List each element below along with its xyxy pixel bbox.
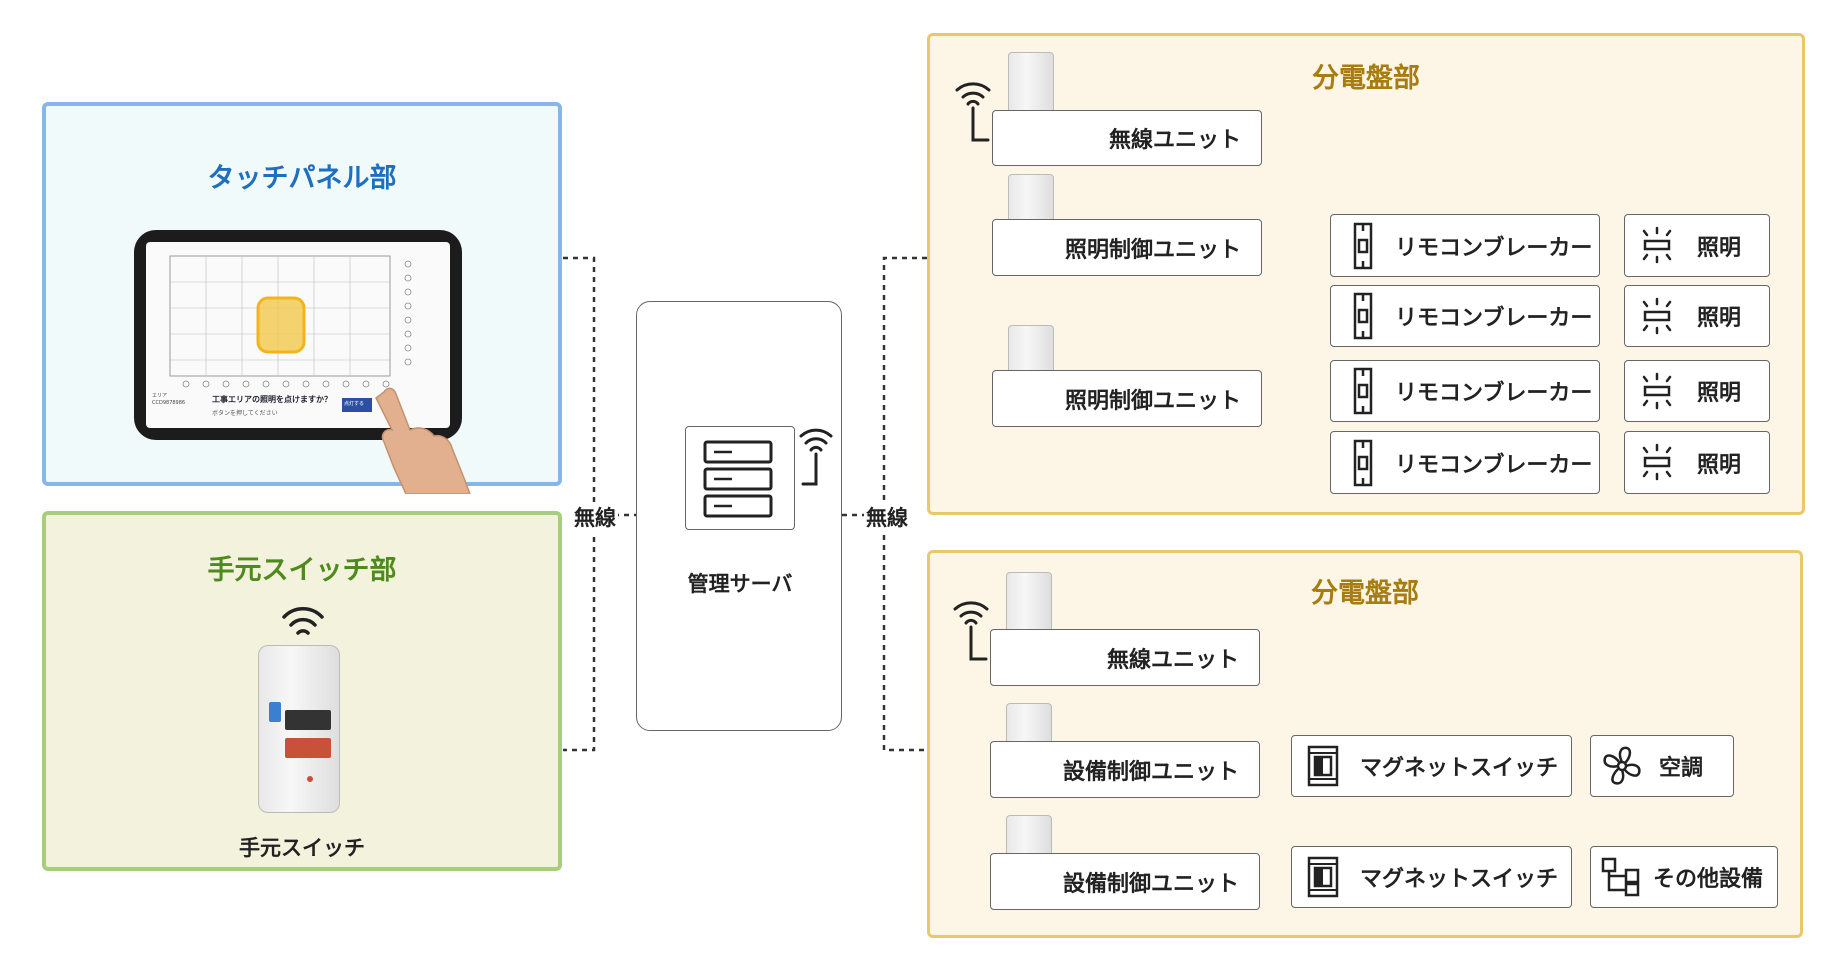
magnet-switch-icon bbox=[1307, 856, 1339, 898]
wifi-icon bbox=[282, 607, 324, 635]
wifi-icon bbox=[955, 82, 991, 142]
screen-light-button[interactable]: 点灯する bbox=[344, 401, 365, 407]
wifi-icon bbox=[953, 601, 989, 661]
screen-sub: ボタンを押してください bbox=[212, 410, 278, 417]
breaker-box: リモコンブレーカー bbox=[1330, 360, 1600, 422]
light-box: 照明 bbox=[1624, 214, 1770, 277]
management-server: 管理サーバ bbox=[636, 301, 842, 731]
breaker-box: リモコンブレーカー bbox=[1330, 285, 1600, 347]
hand-switch-image bbox=[258, 645, 340, 813]
breaker-icon bbox=[1353, 439, 1373, 487]
dist-panel-1-title: 分電盤部 bbox=[1312, 63, 1420, 94]
light-box: 照明 bbox=[1624, 285, 1770, 347]
fan-icon bbox=[1603, 746, 1641, 785]
dist-panel-2-title: 分電盤部 bbox=[1311, 578, 1419, 609]
link-label-left: 無線 bbox=[572, 502, 618, 532]
light-icon bbox=[1642, 372, 1672, 410]
link-label-right: 無線 bbox=[864, 502, 910, 532]
hand-switch-title: 手元スイッチ部 bbox=[207, 555, 397, 586]
magnet-switch-icon bbox=[1307, 745, 1339, 787]
hand-switch-label: 手元スイッチ bbox=[239, 836, 365, 860]
screen-side-code: CCD9878986 bbox=[152, 400, 186, 406]
server-device bbox=[685, 426, 795, 530]
magnet-switch-box: マグネットスイッチ bbox=[1291, 735, 1572, 797]
hand-image bbox=[375, 387, 471, 494]
screen-side-label: エリア bbox=[152, 393, 168, 399]
tablet-screen: 工事エリアの照明を点けますか？ ボタンを押してください エリア CCD98789… bbox=[146, 242, 450, 428]
server-label: 管理サーバ bbox=[687, 572, 793, 596]
breaker-icon bbox=[1353, 292, 1373, 340]
wireless-unit: 無線ユニット bbox=[992, 110, 1262, 166]
equipment-icon bbox=[1601, 857, 1640, 897]
touch-panel-section: タッチパネル部 工事 bbox=[42, 102, 562, 494]
other-equipment-box: その他設備 bbox=[1590, 846, 1778, 908]
touch-panel-title: タッチパネル部 bbox=[207, 163, 397, 194]
light-icon bbox=[1642, 443, 1672, 481]
floor-plan bbox=[169, 255, 412, 412]
screen-prompt: 工事エリアの照明を点けますか？ bbox=[212, 395, 332, 404]
breaker-box: リモコンブレーカー bbox=[1330, 214, 1600, 277]
control-unit: 照明制御ユニット bbox=[992, 219, 1262, 276]
wifi-icon bbox=[799, 428, 833, 486]
light-box: 照明 bbox=[1624, 431, 1770, 494]
light-box: 照明 bbox=[1624, 360, 1770, 422]
light-icon bbox=[1642, 226, 1672, 264]
control-unit: 照明制御ユニット bbox=[992, 370, 1262, 427]
hand-switch-section: 手元スイッチ部 手元スイッチ bbox=[42, 511, 562, 871]
wireless-unit: 無線ユニット bbox=[990, 629, 1260, 686]
control-unit: 設備制御ユニット bbox=[990, 741, 1260, 798]
tablet-image: 工事エリアの照明を点けますか？ ボタンを押してください エリア CCD98789… bbox=[134, 230, 462, 440]
breaker-box: リモコンブレーカー bbox=[1330, 431, 1600, 494]
light-icon bbox=[1642, 297, 1672, 335]
control-unit: 設備制御ユニット bbox=[990, 853, 1260, 910]
breaker-icon bbox=[1353, 367, 1373, 415]
server-icon bbox=[703, 440, 773, 518]
breaker-icon bbox=[1353, 222, 1373, 270]
